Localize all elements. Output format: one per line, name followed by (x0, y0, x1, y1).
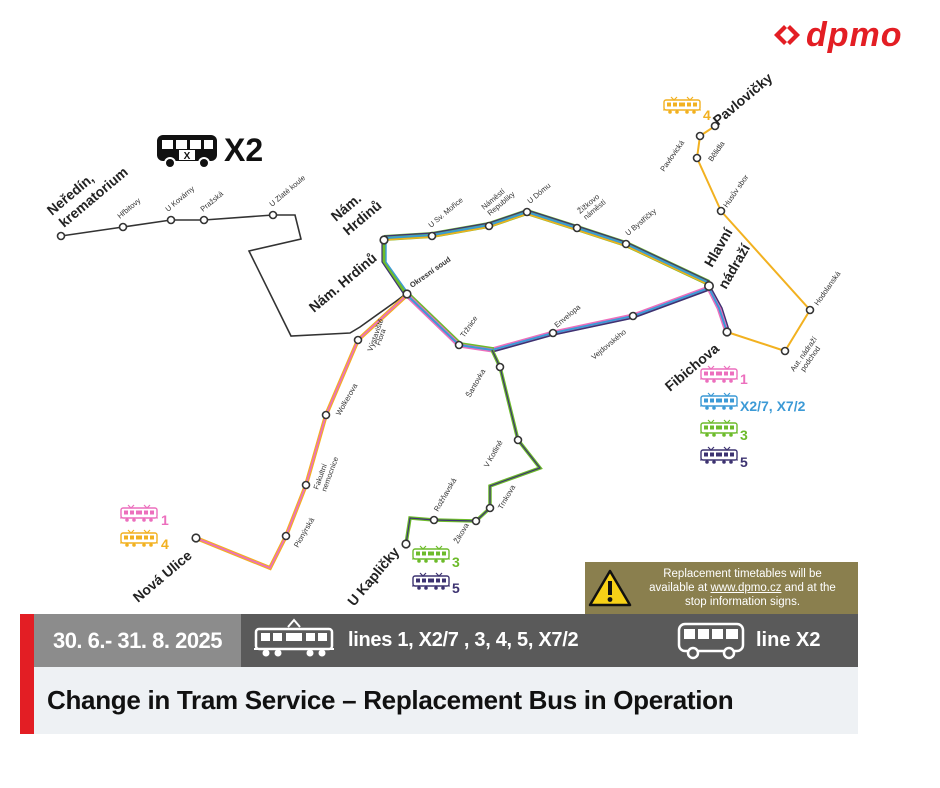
timetable-notice: Replacement timetables will be available… (585, 562, 858, 614)
tram-icon (699, 392, 739, 411)
label-belidla: Bělidla (706, 139, 727, 163)
red-accent-bar (20, 614, 34, 734)
notice-line-1: Replacement timetables will be (663, 568, 822, 580)
tram-icon (254, 618, 334, 657)
legend-fibichova-line-x: X2/7, X7/2 (740, 398, 806, 414)
svg-text:X: X (184, 151, 191, 162)
label-v-kotline: V Kotlině (482, 438, 505, 469)
legend-fibichova-line-3: 3 (740, 427, 748, 443)
label-trznice: Tržnice (458, 314, 479, 339)
legend-nova-ulice: 1 4 (119, 504, 169, 552)
legend-fibichova: 1 X2/7, X7/2 3 5 (699, 365, 806, 470)
legend-u-kaplicky-line-3: 3 (452, 554, 460, 570)
label-pavlovicky: Pavlovičky (710, 69, 776, 128)
tram-icon (699, 365, 739, 384)
dpmo-logo: dpmo (770, 16, 903, 54)
page-title: Change in Tram Service – Replacement Bus… (47, 685, 734, 715)
label-u-kovarny: U Kovárny (164, 184, 197, 214)
notice-line-2a: available at (649, 582, 711, 594)
legend-nova-ulice-line-4: 4 (161, 536, 169, 552)
label-rozhavska: Rožňavská (432, 476, 459, 513)
tram-icon (699, 446, 739, 465)
bus-icon: X (157, 134, 217, 169)
stop-markers (56, 121, 815, 549)
label-u-zlate-koule: U Zlaté koule (268, 173, 308, 208)
tram-icon (411, 545, 451, 564)
tram-icon (411, 572, 451, 591)
notice-line-2b: and at the (781, 582, 836, 594)
label-nova-ulice: Nová Ulice (130, 547, 195, 605)
line-hrdinu-okresni (382, 240, 409, 297)
legend-pavlovicky: 4 (662, 96, 711, 123)
dpmo-link[interactable]: www.dpmo.cz (710, 582, 782, 594)
legend-u-kaplicky: 3 5 (411, 545, 460, 596)
tram-icon (699, 419, 739, 438)
legend-nova-ulice-line-1: 1 (161, 512, 169, 528)
dpmo-logo-mark-icon (774, 25, 800, 45)
bus-line-label: line X2 (756, 629, 821, 651)
warning-icon (588, 569, 632, 607)
bus-route-label: X2 (224, 132, 264, 168)
label-vejdovskeho: Vejdovského (590, 327, 628, 361)
tram-lines-label: lines 1, X2/7 , 3, 4, 5, X7/2 (348, 629, 579, 651)
label-okresni-soud: Okresní soud (408, 255, 453, 290)
label-pavlovicka: Pavlovická (658, 138, 686, 173)
label-hrbitovy: Hřbitovy (116, 196, 143, 221)
tram-icon (119, 529, 159, 548)
label-nam-hrdinu-big: Nám. Hrdinů (306, 250, 380, 316)
legend-fibichova-line-5: 5 (740, 454, 748, 470)
label-husuv-sbor: Husův sbor (721, 173, 750, 210)
label-hodolanska: Hodolanská (812, 269, 843, 307)
label-prazska: Pražská (199, 189, 226, 214)
label-santovka: Šantovka (464, 367, 488, 399)
bus-icon (677, 622, 745, 660)
tram-icon (119, 504, 159, 523)
notice-line-3: stop information signs. (684, 596, 801, 608)
legend-pavlovicky-line-4: 4 (703, 107, 711, 123)
label-u-kaplicky: U Kapličky (344, 544, 402, 609)
service-dates: 30. 6.- 31. 8. 2025 (34, 614, 241, 667)
page-title-box: Change in Tram Service – Replacement Bus… (34, 667, 858, 734)
label-pionyrska: Pionýrská (292, 515, 317, 549)
service-banner: 30. 6.- 31. 8. 2025 lines 1, X2/7 , 3, 4… (34, 614, 858, 667)
tram-icon (662, 96, 702, 115)
legend-fibichova-line-1: 1 (740, 371, 748, 387)
bus-x2-label: X X2 (156, 132, 263, 169)
label-u-bystricky: U Bystřičky (624, 206, 659, 237)
label-trnkova: Trnkova (496, 483, 518, 511)
label-u-sv-morice: U Sv. Mořice (427, 195, 465, 229)
dpmo-logo-text: dpmo (806, 16, 903, 54)
label-zikova: Žikova (452, 521, 471, 545)
legend-u-kaplicky-line-5: 5 (452, 580, 460, 596)
label-u-domu: U Dómu (526, 181, 553, 206)
